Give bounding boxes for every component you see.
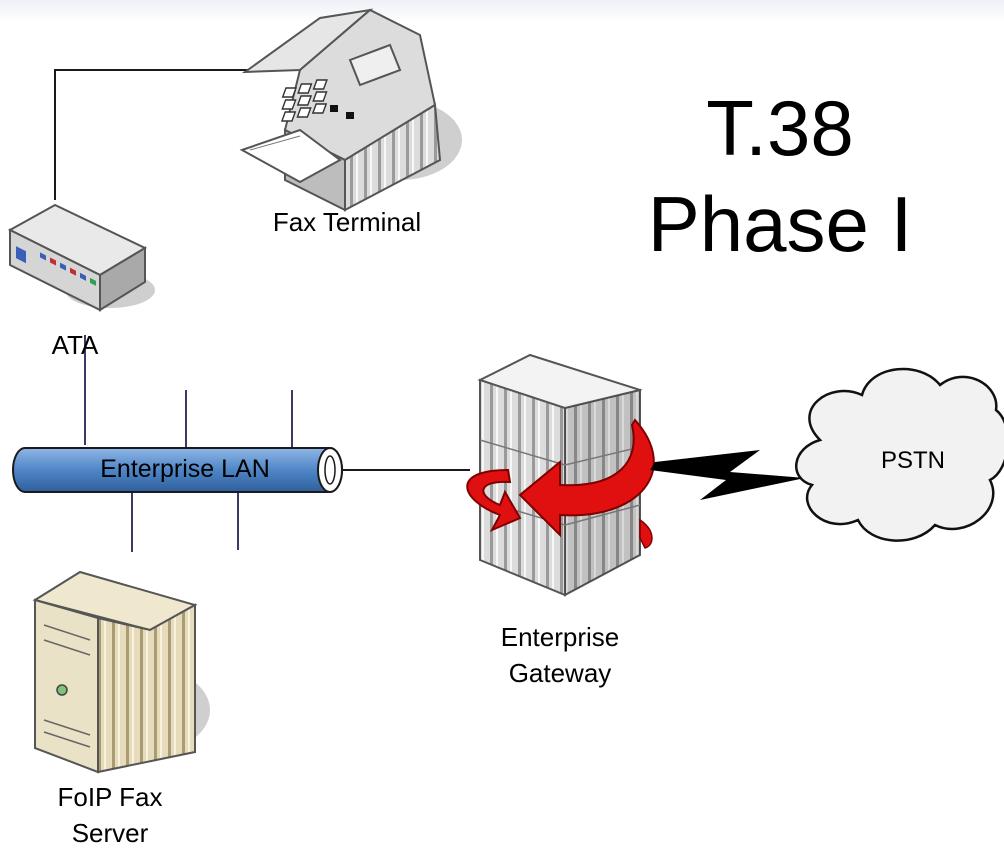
ata-to-fax-line xyxy=(54,69,250,200)
gateway-label-line-2: Gateway xyxy=(508,658,612,688)
lightning-link-icon xyxy=(650,450,805,500)
connector-lines xyxy=(54,69,470,471)
server-label-line-2: Server xyxy=(71,818,149,848)
title-line-2: Phase I xyxy=(647,180,913,268)
fax-terminal-icon xyxy=(239,8,462,212)
fax-server-icon xyxy=(32,570,210,774)
page-title: T.38 Phase I xyxy=(600,80,960,272)
fax-terminal-label: Fax Terminal xyxy=(272,207,422,237)
ata-label: ATA xyxy=(51,330,99,360)
pstn-label: PSTN xyxy=(880,447,945,474)
enterprise-lan-pipe xyxy=(12,447,343,493)
pstn-cloud-icon xyxy=(795,367,1004,542)
server-label-line-1: FoIP Fax xyxy=(57,782,163,812)
gateway-label-line-1: Enterprise xyxy=(500,622,620,652)
enterprise-lan-label: Enterprise LAN xyxy=(100,455,270,483)
enterprise-gateway-icon xyxy=(466,353,655,597)
lan-taps xyxy=(84,335,293,552)
ata-icon xyxy=(7,203,155,312)
title-line-1: T.38 xyxy=(706,84,854,172)
